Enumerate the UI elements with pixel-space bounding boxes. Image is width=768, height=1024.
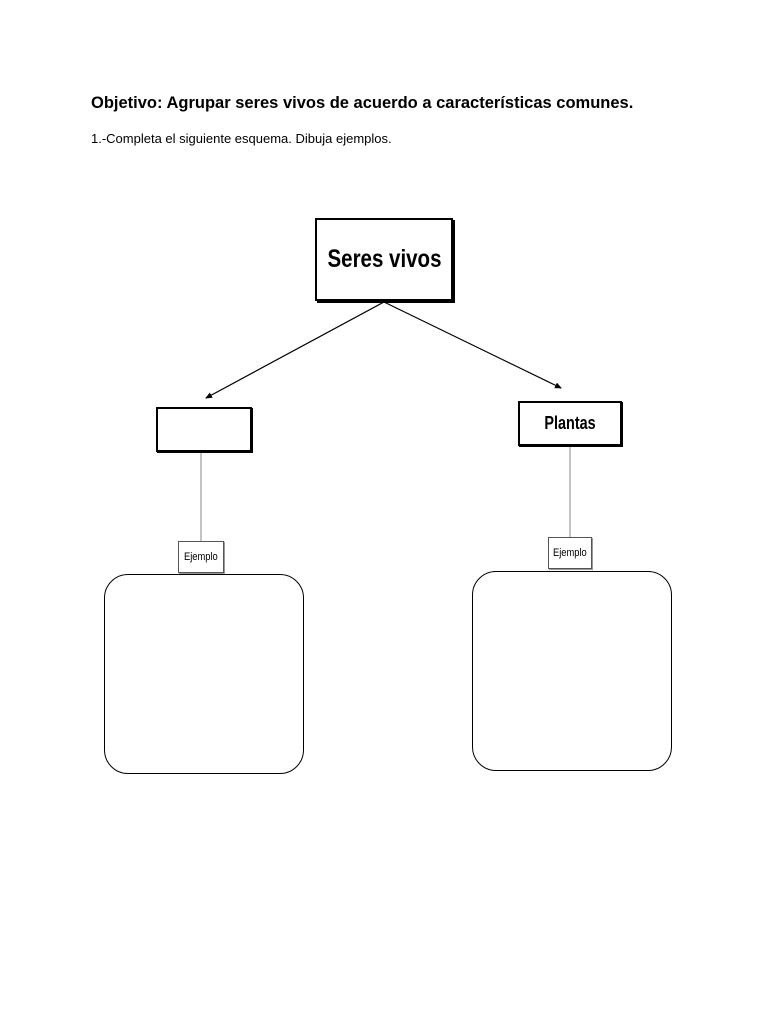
instruction-text: 1.-Completa el siguiente esquema. Dibuja… <box>91 131 392 146</box>
arrow-to-right-branch <box>383 301 562 389</box>
root-node-box: Seres vivos <box>315 218 453 301</box>
left-example-tag: Ejemplo <box>178 541 224 573</box>
left-drawing-area[interactable] <box>104 574 304 774</box>
right-example-label: Ejemplo <box>553 547 587 559</box>
right-example-tag: Ejemplo <box>548 537 592 569</box>
left-branch-blank-box[interactable] <box>156 407 252 452</box>
objective-heading: Objetivo: Agrupar seres vivos de acuerdo… <box>91 94 634 112</box>
arrow-to-left-branch <box>205 301 385 399</box>
root-node-label: Seres vivos <box>327 245 441 273</box>
right-drawing-area[interactable] <box>472 571 672 771</box>
right-branch-label: Plantas <box>544 413 596 433</box>
left-example-label: Ejemplo <box>184 551 218 563</box>
right-branch-box: Plantas <box>518 401 622 446</box>
